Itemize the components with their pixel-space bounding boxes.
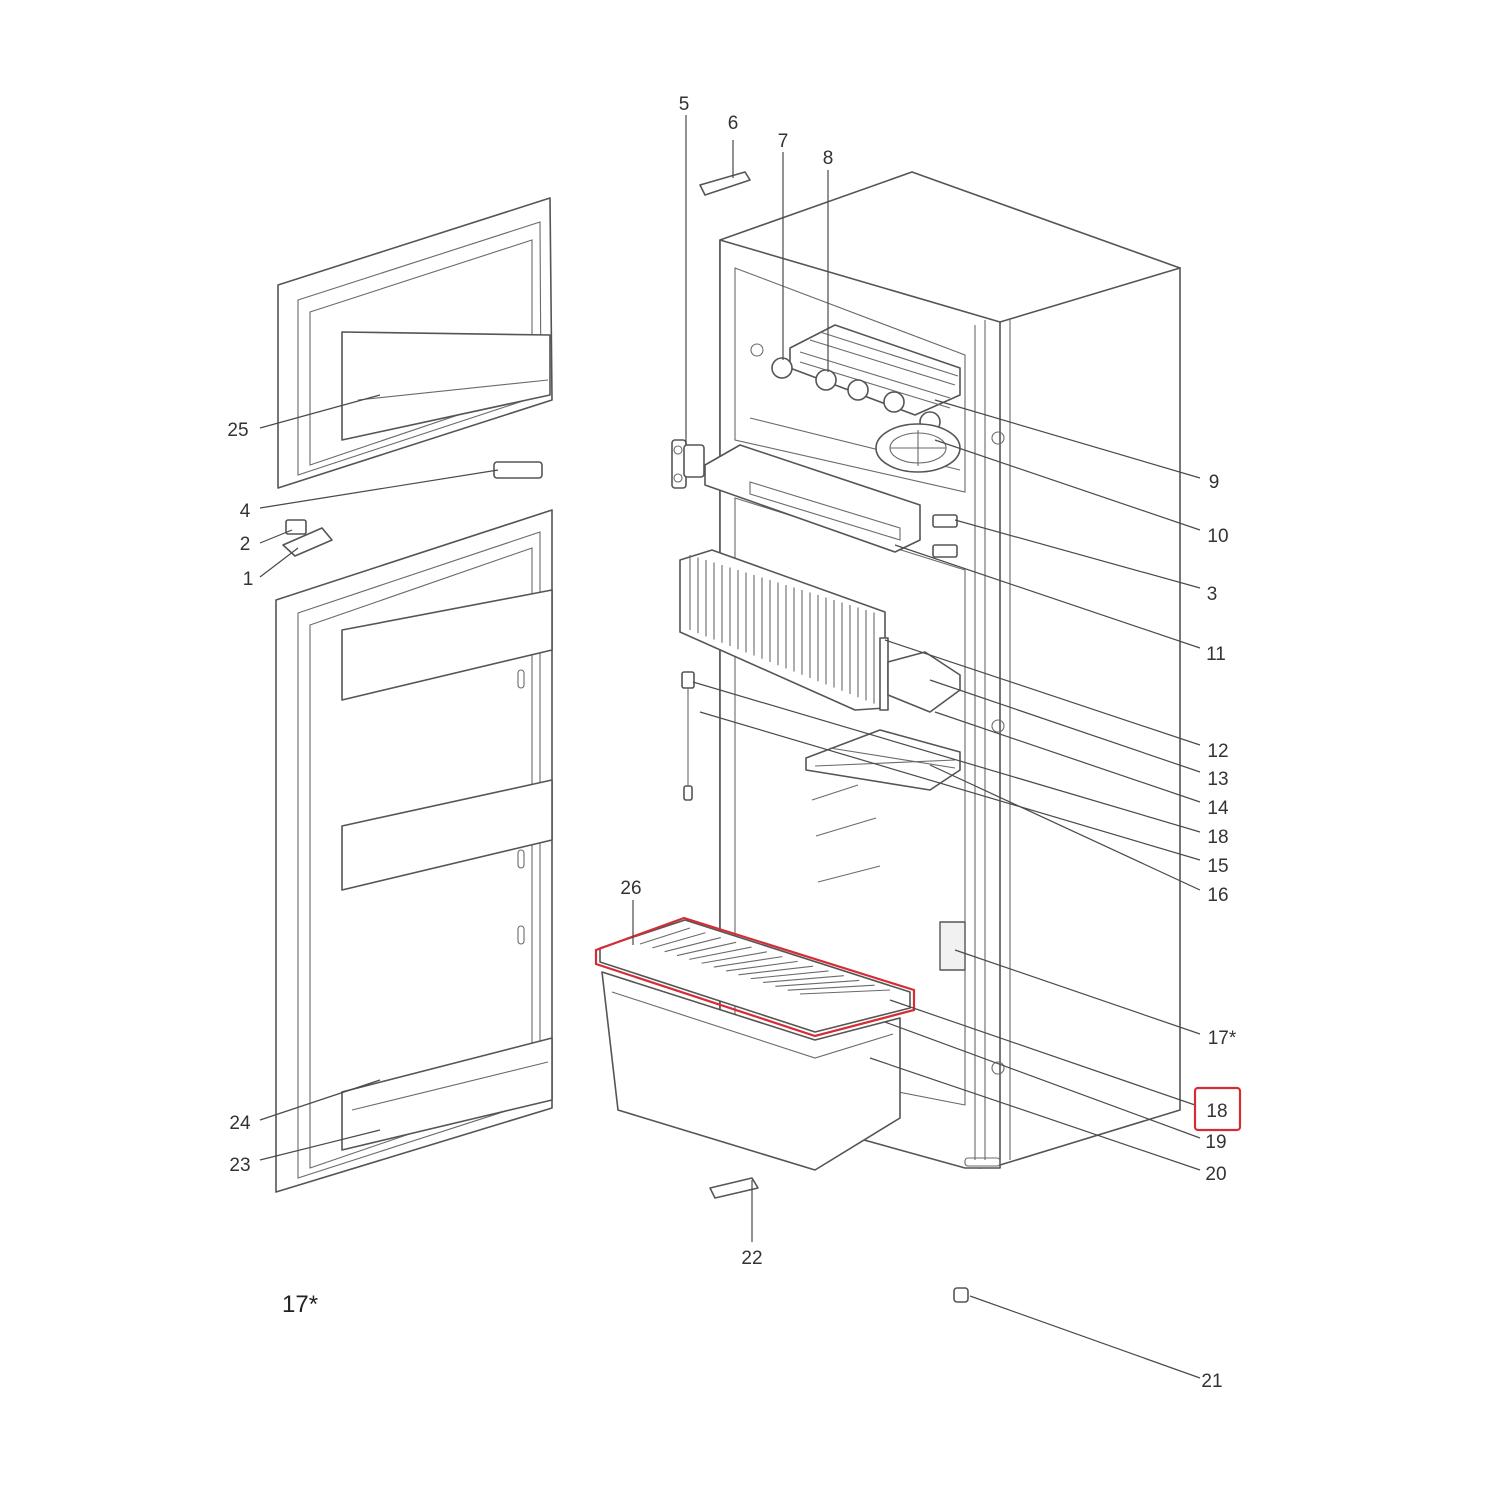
callout-8: 8 — [823, 148, 834, 169]
grille-line — [652, 932, 706, 949]
callout-16: 16 — [1207, 885, 1228, 906]
callout-12: 12 — [1207, 741, 1228, 762]
grille-line — [787, 984, 875, 991]
crisper-box — [601, 971, 901, 1171]
callout-10: 10 — [1207, 526, 1228, 547]
upper-hinge — [671, 439, 705, 489]
callout-7: 7 — [778, 131, 789, 152]
leader-lines — [259, 115, 1201, 1379]
grille-line — [775, 979, 860, 987]
grille-line — [676, 941, 737, 957]
grille-line — [799, 989, 891, 995]
highlight-box-callout-18 — [1193, 1086, 1242, 1132]
callout-24: 24 — [229, 1113, 251, 1134]
fridge-door — [275, 509, 553, 1193]
callout-22: 22 — [741, 1248, 762, 1269]
grille-line — [713, 956, 783, 968]
top-hinge-bracket — [699, 171, 751, 196]
middle-shelves — [681, 651, 961, 883]
callout-1: 1 — [243, 569, 254, 590]
door-bin-middle — [341, 779, 553, 891]
grille-line — [689, 946, 752, 960]
callout-23: 23 — [229, 1155, 250, 1176]
callout-11: 11 — [1206, 644, 1226, 665]
freezer-shelf — [749, 324, 961, 473]
door-stop-pin — [953, 1287, 969, 1303]
grille-line — [750, 970, 829, 980]
grille-line — [701, 951, 768, 964]
footnote-17-star: 17* — [282, 1291, 318, 1318]
grille-line — [726, 960, 798, 972]
highlight-outline-shelf — [594, 916, 916, 1038]
callout-17-star: 17* — [1208, 1028, 1237, 1049]
grille-line — [664, 937, 721, 953]
callout-13: 13 — [1207, 769, 1228, 790]
door-bin-top — [341, 589, 553, 701]
grille-line — [763, 975, 844, 984]
callout-2: 2 — [240, 534, 251, 555]
grille-line — [639, 927, 691, 945]
cooling-fins — [679, 549, 889, 711]
callout-21: 21 — [1201, 1371, 1222, 1392]
crisper-cover-shelf — [594, 916, 916, 1038]
divider-panel — [704, 444, 958, 558]
callout-5: 5 — [679, 94, 690, 115]
freezer-door — [277, 197, 553, 489]
callout-3: 3 — [1207, 584, 1218, 605]
callout-14: 14 — [1207, 798, 1229, 819]
callout-18-upper: 18 — [1207, 827, 1228, 848]
door-bin-bottom — [341, 1037, 553, 1151]
grille-line — [738, 965, 814, 976]
callout-15: 15 — [1207, 856, 1228, 877]
callout-labels: 5 6 7 8 9 10 3 11 12 13 14 18 15 16 17* … — [227, 94, 1236, 1392]
callout-4: 4 — [240, 501, 251, 522]
middle-hinge — [282, 519, 333, 557]
rating-label — [939, 921, 966, 971]
callout-25: 25 — [227, 420, 248, 441]
callout-18-highlighted: 18 — [1206, 1101, 1227, 1122]
callout-26: 26 — [620, 878, 641, 899]
bottom-hinge-bracket — [709, 1177, 759, 1199]
callout-6: 6 — [728, 113, 739, 134]
callout-20: 20 — [1205, 1164, 1226, 1185]
callout-19: 19 — [1205, 1132, 1226, 1153]
callout-9: 9 — [1209, 472, 1220, 493]
